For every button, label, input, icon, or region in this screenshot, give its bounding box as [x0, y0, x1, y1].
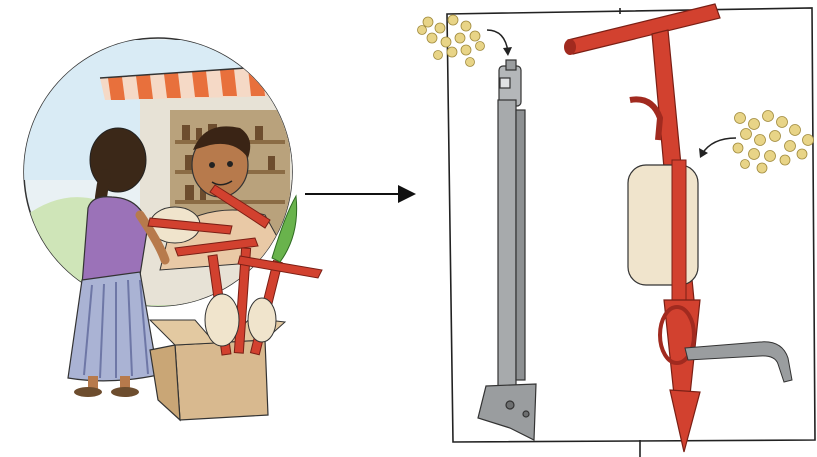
seed-arrow-right [702, 138, 736, 154]
seed-cluster-right [733, 111, 814, 174]
jab-planter [478, 60, 536, 440]
seed-dispenser-planter [564, 4, 792, 452]
seed-canister [628, 165, 698, 285]
arrow-right [305, 185, 416, 203]
seed-cluster-left [418, 15, 485, 67]
market-scene [20, 38, 322, 420]
tools-panel [418, 4, 816, 457]
